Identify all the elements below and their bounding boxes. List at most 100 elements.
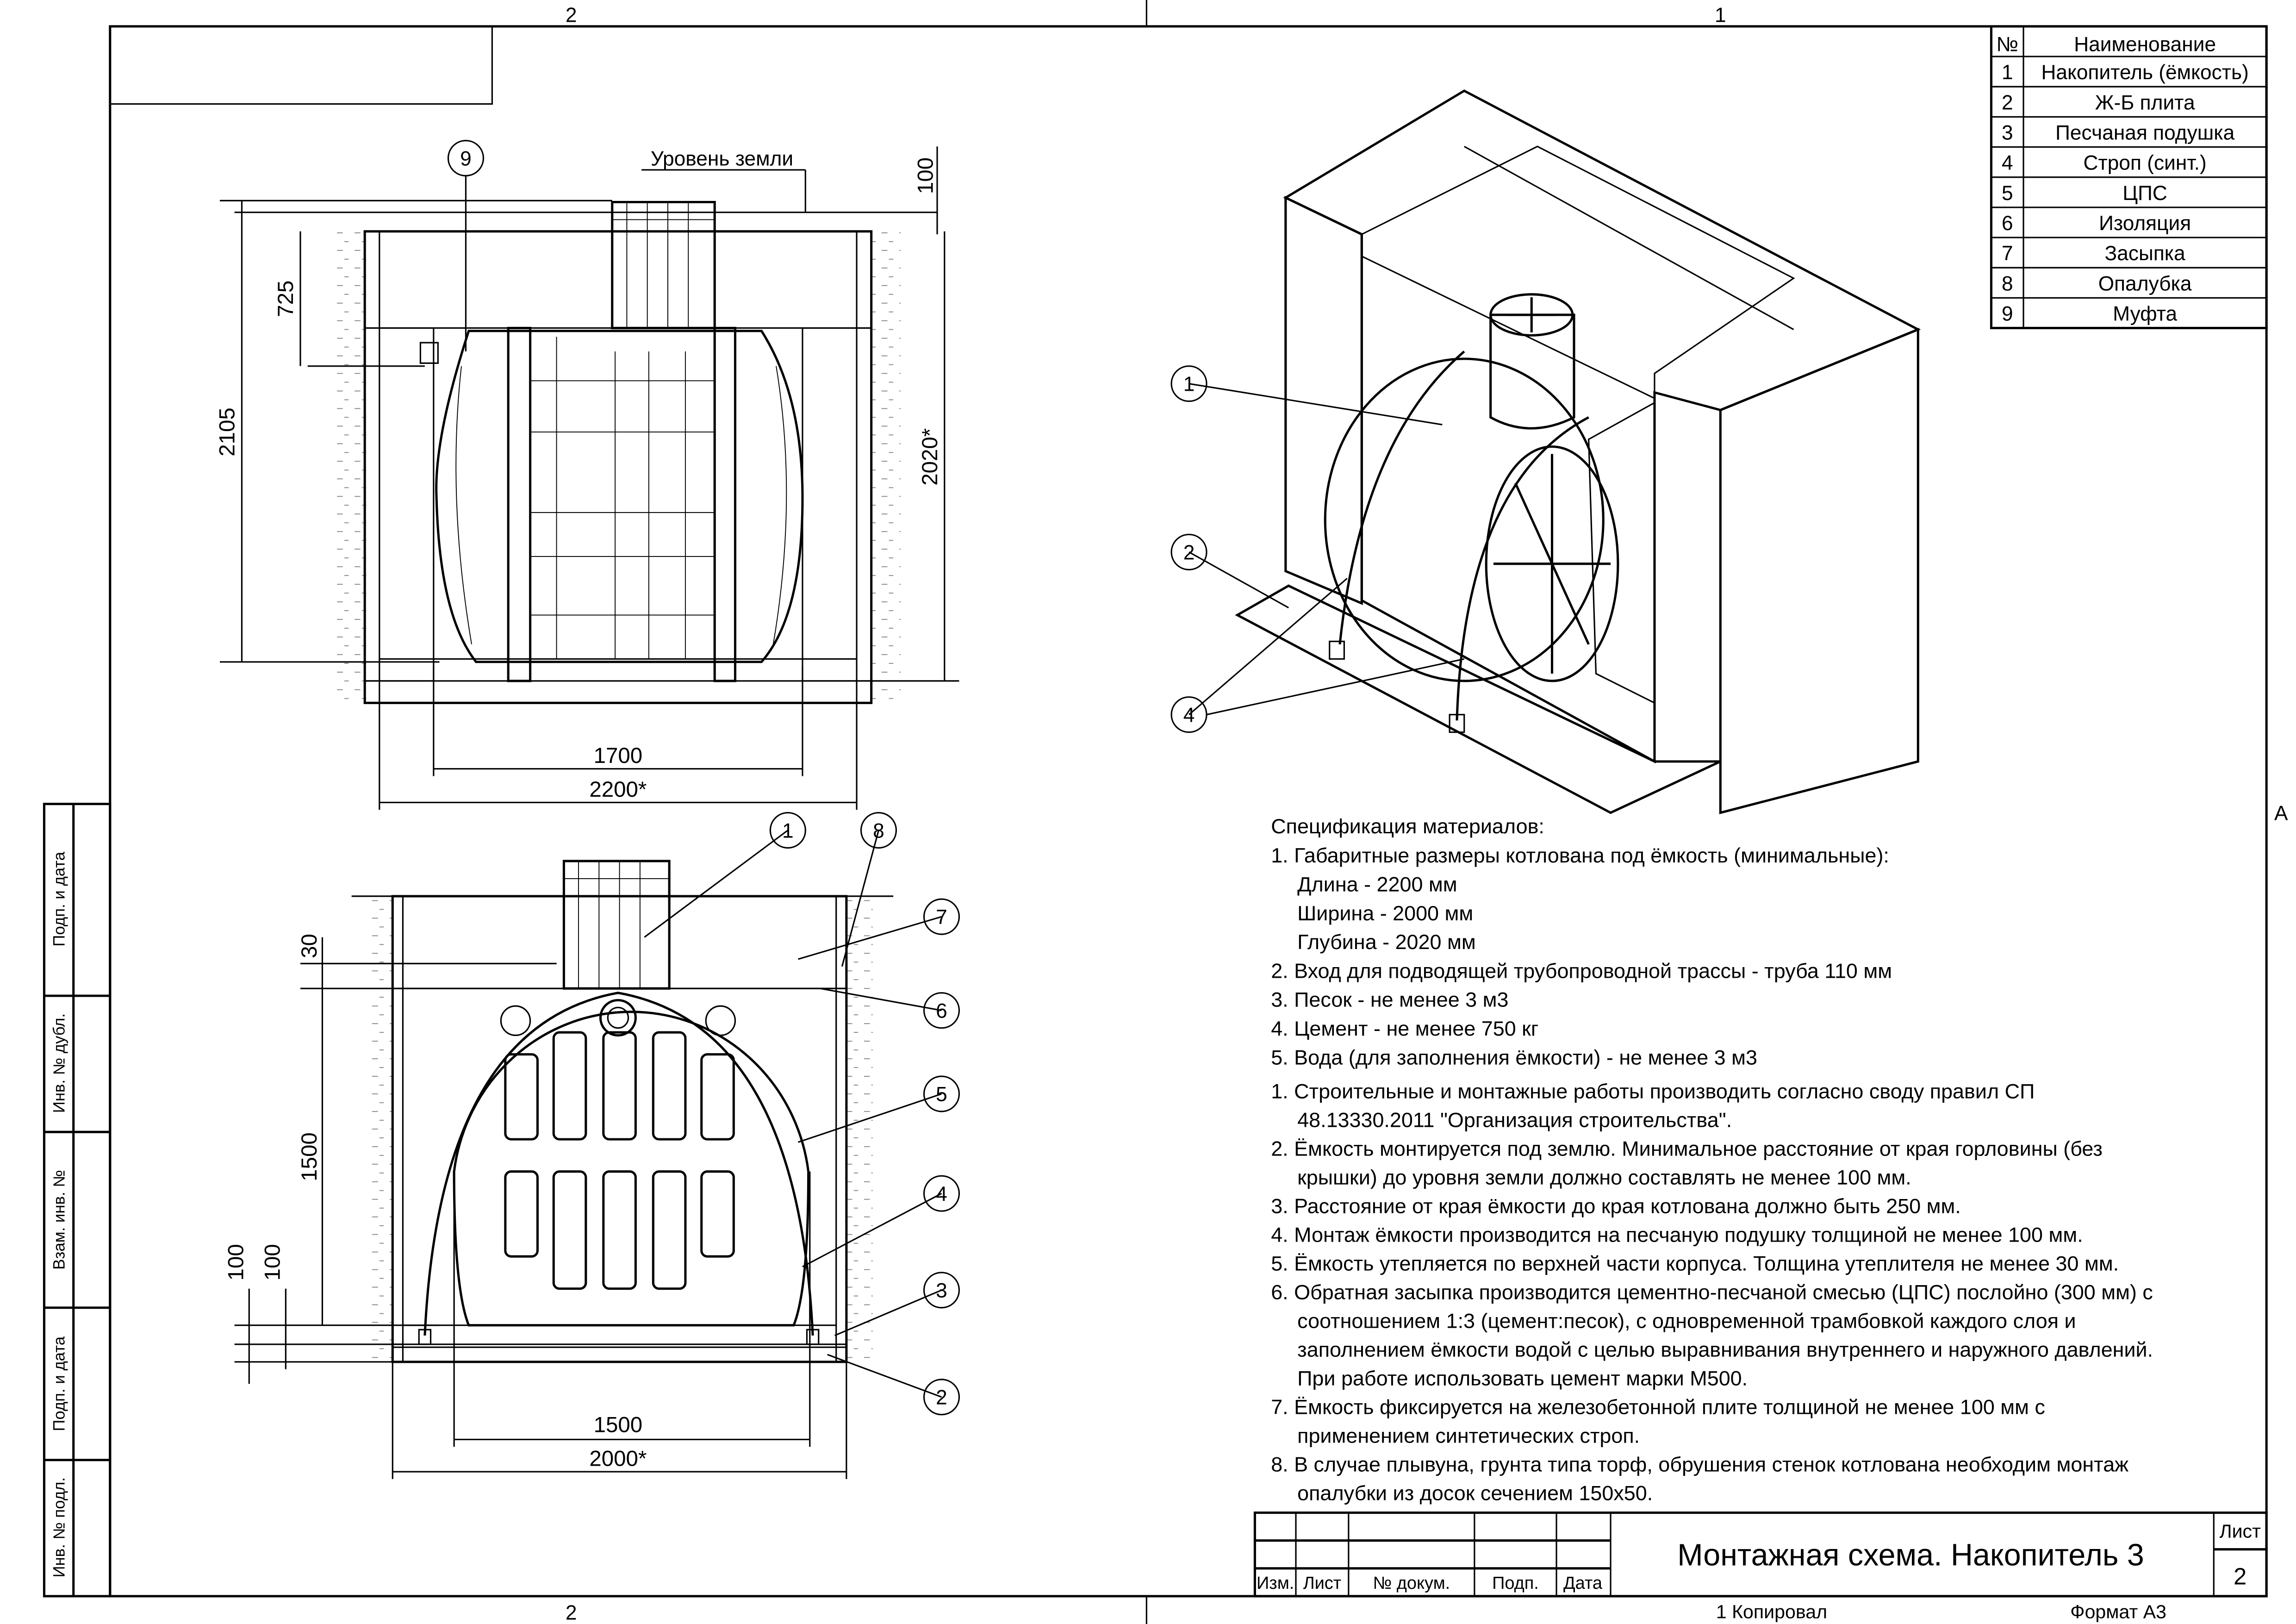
drawing-title: Монтажная схема. Накопитель 3	[1677, 1538, 2144, 1572]
part-name: Ж-Б плита	[2095, 91, 2195, 114]
part-name: Засыпка	[2105, 242, 2186, 265]
instruction-line: заполнением ёмкости водой с целью выравн…	[1297, 1337, 2153, 1361]
coupling	[419, 342, 439, 364]
part-number: 4	[2002, 152, 2013, 175]
title-header: № докум.	[1373, 1574, 1450, 1593]
sling-strap	[423, 992, 814, 1336]
sling-strap	[1338, 350, 1465, 645]
spec-line: Ширина - 2000 мм	[1297, 901, 1473, 925]
dim-2000: 2000*	[589, 1446, 647, 1471]
spec-line: 3. Песок - не менее 3 м3	[1271, 988, 1508, 1012]
part-name: Строп (синт.)	[2084, 152, 2207, 175]
instruction-line: опалубки из досок сечением 150х50.	[1297, 1481, 1653, 1505]
tank-neck	[1489, 313, 1575, 430]
part-number: 9	[2002, 302, 2013, 325]
dim-100-slab: 100	[224, 1244, 249, 1280]
part-number: 7	[2002, 242, 2013, 265]
table-row: 6 Изоляция	[2002, 212, 2191, 235]
dim-30: 30	[297, 934, 322, 958]
part-name: ЦПС	[2122, 182, 2167, 205]
instruction-line: крышки) до уровня земли должно составлят…	[1297, 1165, 1911, 1189]
dim-2020: 2020*	[918, 428, 942, 486]
callout-1: 1	[782, 819, 794, 842]
stamp-label: Подп. и дата	[51, 1336, 68, 1431]
instruction-line: 4. Монтаж ёмкости производится на песчан…	[1271, 1223, 2083, 1246]
stamp-label: Подп. и дата	[51, 851, 68, 947]
table-row: 3 Песчаная подушка	[2002, 121, 2235, 144]
tank-neck	[611, 200, 716, 330]
tank-body	[1324, 357, 1605, 682]
callout-1: 1	[1183, 373, 1195, 396]
instruction-line: 48.13330.2011 "Организация строительства…	[1297, 1108, 1732, 1131]
table-row: 4 Строп (синт.)	[2002, 152, 2207, 175]
stamp-label: Инв. № дубл.	[51, 1013, 68, 1113]
callout-2: 2	[936, 1387, 947, 1409]
stamp-label: Взам. инв. №	[51, 1170, 68, 1269]
title-header: Подп.	[1492, 1574, 1539, 1593]
part-name: Опалубка	[2098, 272, 2192, 295]
part-number: 3	[2002, 121, 2013, 144]
dim-1500-vertical: 1500	[297, 1132, 322, 1181]
instruction-line: 3. Расстояние от края ёмкости до края ко…	[1271, 1194, 1961, 1218]
part-number: 5	[2002, 182, 2013, 205]
callout-circle	[923, 1272, 960, 1309]
sling-strap	[1456, 416, 1589, 721]
table-row: 8 Опалубка	[2002, 272, 2192, 295]
callout-4: 4	[1183, 704, 1195, 726]
inlet-pipe	[599, 999, 637, 1037]
callout-2: 2	[1183, 541, 1195, 564]
instruction-line: 6. Обратная засыпка производится цементн…	[1271, 1280, 2153, 1304]
spec-line: 4. Цемент - не менее 750 кг	[1271, 1017, 1538, 1040]
ground-level-label: Уровень земли	[651, 147, 793, 170]
callout-circle	[923, 898, 960, 935]
tank-neck	[562, 860, 671, 990]
callout-7: 7	[936, 906, 947, 929]
dim-2105: 2105	[215, 407, 240, 456]
callout-6: 6	[936, 999, 947, 1022]
instruction-line: соотношением 1:3 (цемент:песок), с однов…	[1297, 1309, 2076, 1332]
title-header: Дата	[1563, 1574, 1603, 1593]
dim-1700: 1700	[594, 743, 643, 768]
tank-body	[453, 1011, 810, 1327]
callout-circle	[923, 1379, 960, 1416]
table-header: №	[1997, 33, 2019, 56]
sheet-label: Лист	[2220, 1520, 2261, 1542]
callout-circle	[769, 812, 806, 849]
callout-8: 8	[873, 819, 884, 842]
table-row: 5 ЦПС	[2002, 182, 2167, 205]
instruction-line: 2. Ёмкость монтируется под землю. Минима…	[1271, 1137, 2103, 1160]
zone-marker: 1	[1715, 4, 1726, 26]
copied-label: 1 Копировал	[1716, 1601, 1827, 1622]
title-header: Лист	[1303, 1574, 1341, 1593]
part-number: 2	[2002, 91, 2013, 114]
notes-block: Спецификация материалов: 1. Габаритные р…	[1271, 814, 2153, 1505]
part-name: Песчаная подушка	[2055, 121, 2235, 144]
zone-marker: 2	[566, 4, 577, 26]
instruction-line: 5. Ёмкость утепляется по верхней части к…	[1271, 1251, 2119, 1275]
cps-wall-left	[364, 327, 435, 682]
title-block: Изм. Лист № докум. Подп. Дата Монтажная …	[1253, 1512, 2268, 1622]
side-view-drawing: Уровень земли 9 2105 725 100 2020* 1700 …	[215, 140, 959, 810]
spec-line: 2. Вход для подводящей трубопроводной тр…	[1271, 959, 1892, 982]
concrete-slab	[1235, 584, 1721, 814]
isometric-view-drawing: 1 2 4	[1170, 89, 1921, 814]
title-header: Изм.	[1257, 1574, 1294, 1593]
part-number: 8	[2002, 272, 2013, 295]
sheet-number: 2	[2234, 1563, 2246, 1590]
callout-circle	[1170, 533, 1207, 571]
part-number: 6	[2002, 212, 2013, 235]
instruction-line: При работе использовать цемент марки М50…	[1297, 1366, 1748, 1390]
part-name: Накопитель (ёмкость)	[2041, 61, 2248, 84]
part-name: Изоляция	[2099, 212, 2191, 235]
instruction-line: 7. Ёмкость фиксируется на железобетонной…	[1271, 1395, 2045, 1418]
spec-line: 1. Габаритные размеры котлована под ёмко…	[1271, 843, 1889, 867]
instruction-line: 8. В случае плывуна, грунта типа торф, о…	[1271, 1452, 2128, 1476]
pit-outline	[1283, 89, 1921, 764]
table-row: 2 Ж-Б плита	[2002, 91, 2195, 114]
spec-line: Длина - 2200 мм	[1297, 872, 1457, 896]
dim-725: 725	[274, 281, 298, 317]
dim-1500-horizontal: 1500	[594, 1413, 643, 1437]
dim-100: 100	[914, 157, 938, 194]
